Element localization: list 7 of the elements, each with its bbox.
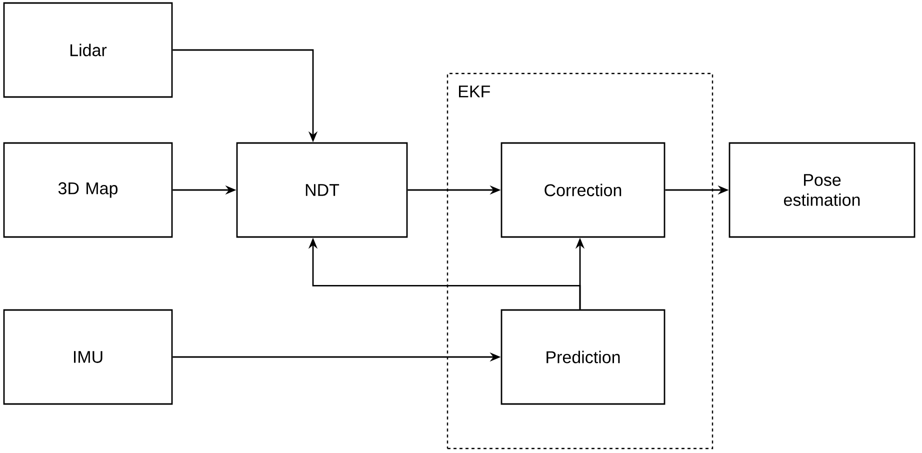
- process-box: NDT: [236, 142, 408, 238]
- process-box: Prediction: [500, 309, 666, 405]
- process-box: 3D Map: [3, 142, 173, 238]
- process-box: Correction: [500, 142, 666, 238]
- process-box: Lidar: [3, 2, 173, 98]
- process-box: Pose estimation: [728, 142, 916, 238]
- process-box: IMU: [3, 309, 173, 405]
